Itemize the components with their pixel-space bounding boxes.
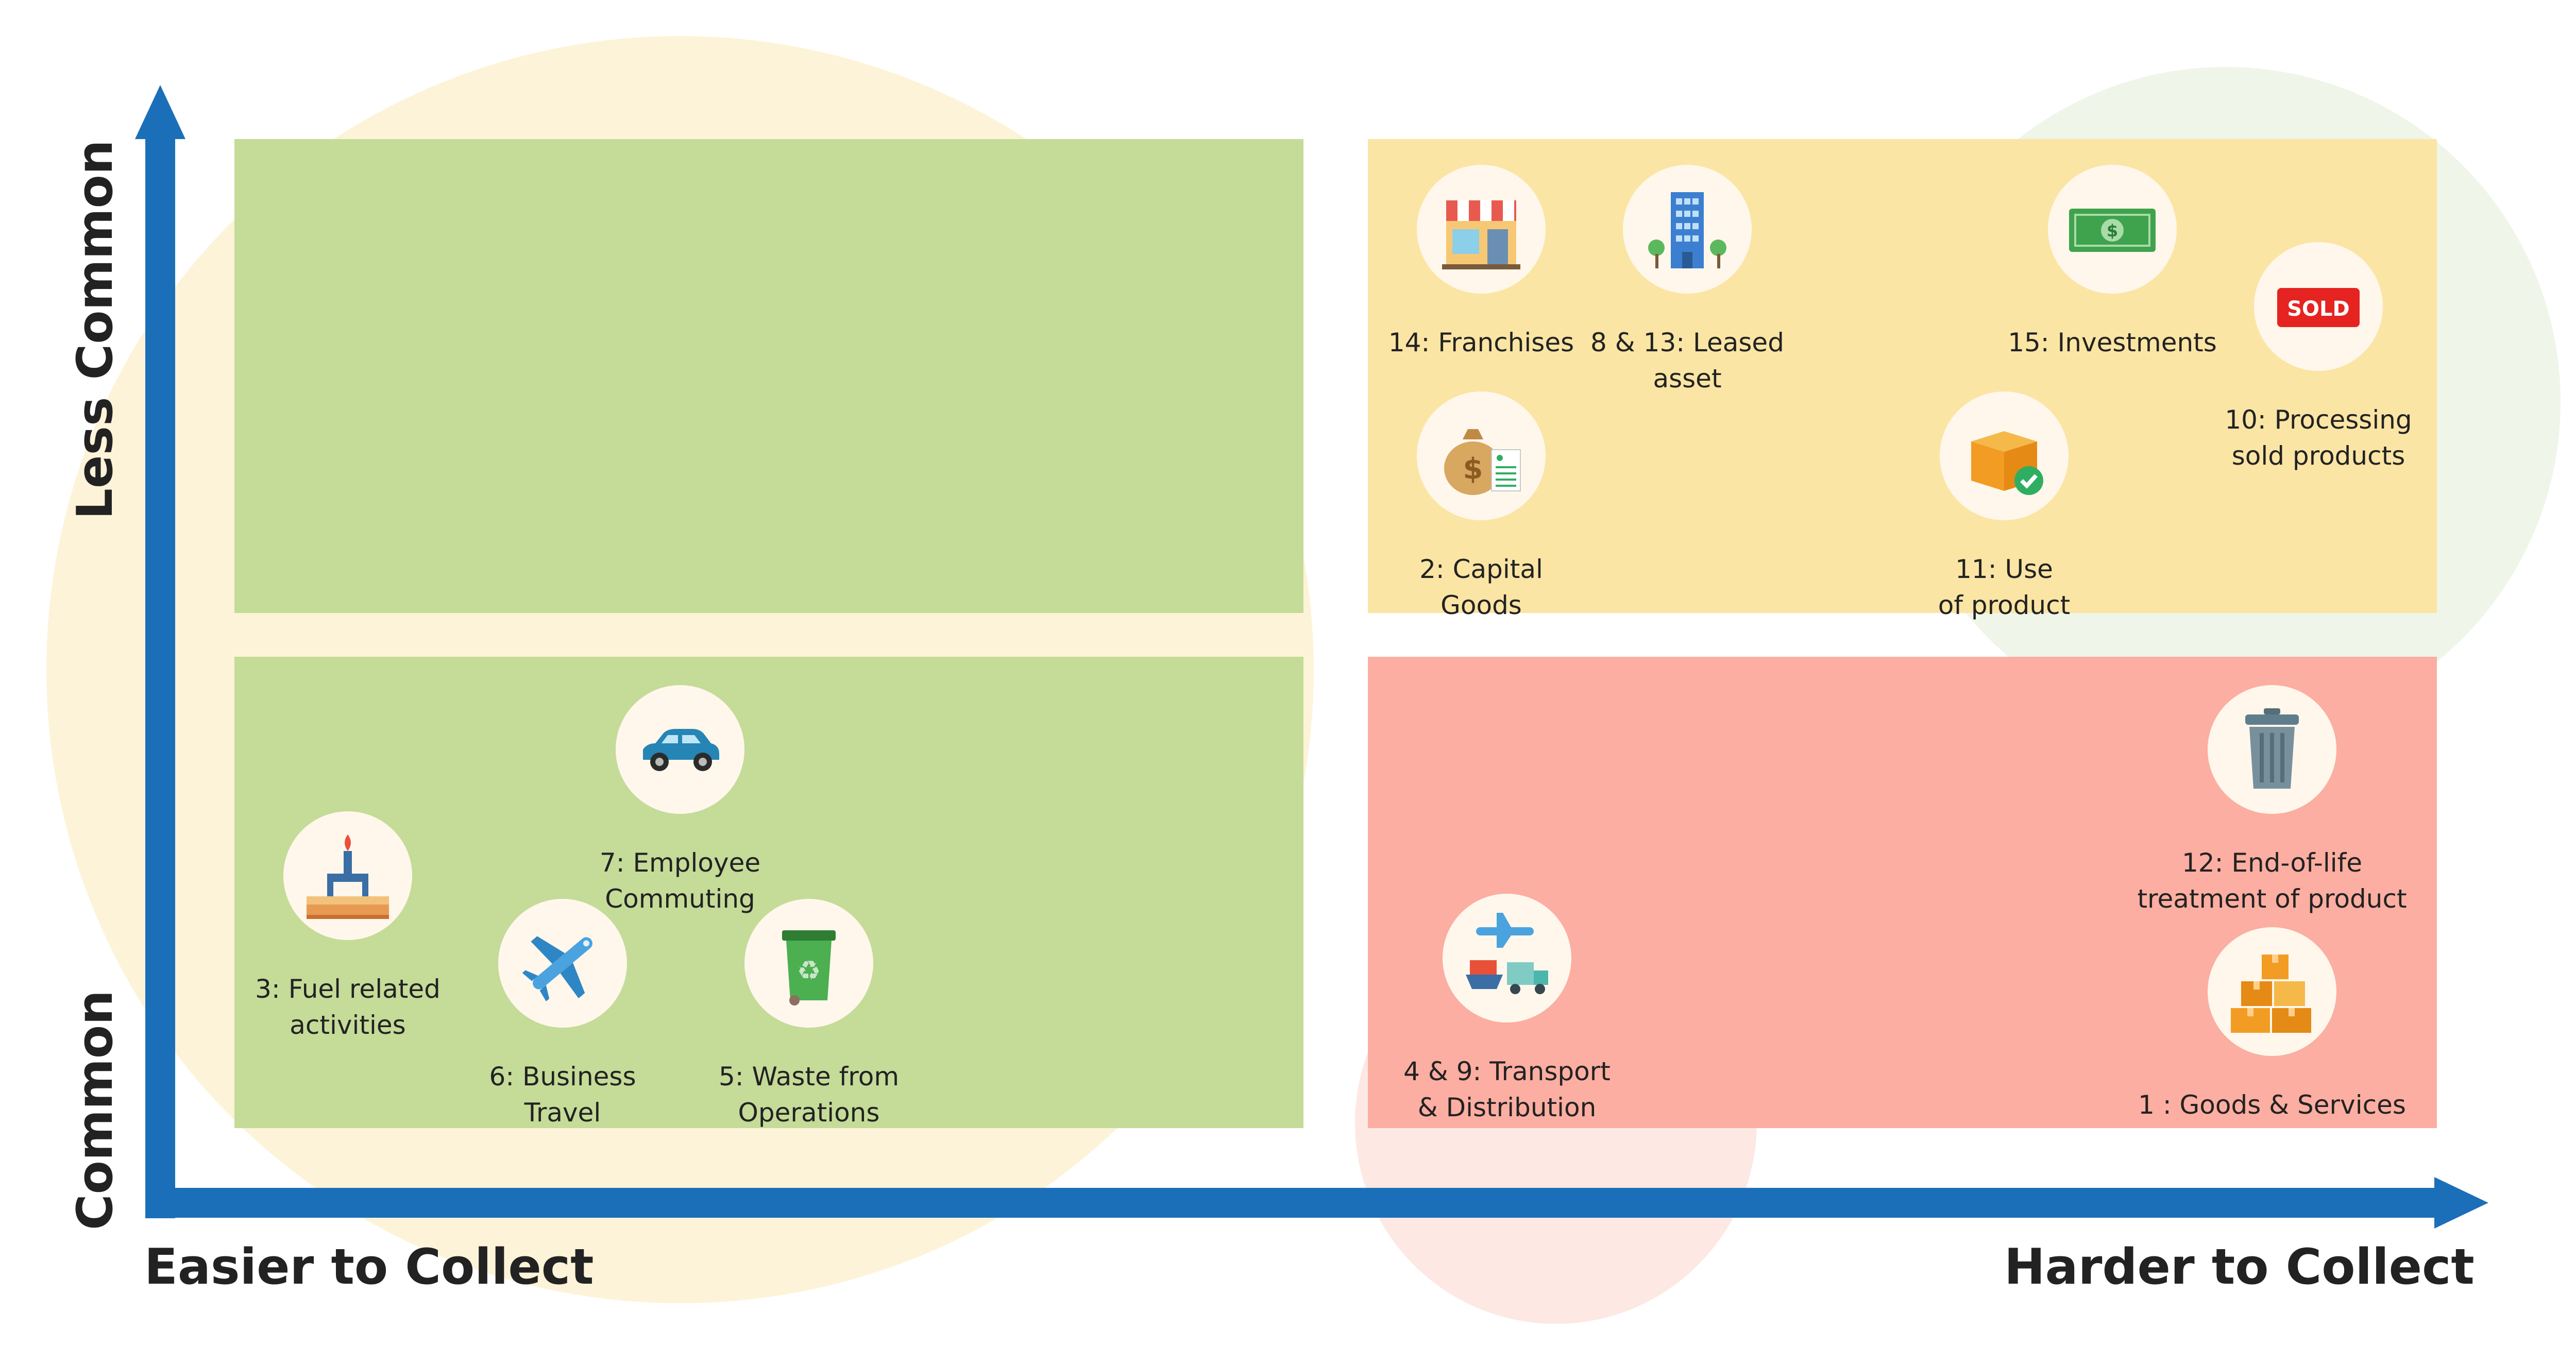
item-label: 11: Use of product [1938,554,2071,620]
y-axis-top-label: Less Common [67,140,124,520]
item-label: 3: Fuel related activities [255,974,440,1040]
item-transport-distribution: 4 & 9: Transport & Distribution [1352,894,1662,1126]
fuel-extraction-icon [283,811,412,940]
item-label: 12: End-of-life treatment of product [2137,848,2407,914]
y-axis-bottom-label: Common [67,990,124,1230]
quadrant-top-right [1368,139,2437,613]
item-capital-goods: $ 2: Capital Goods [1327,391,1636,623]
item-business-travel: 6: Business Travel [408,899,717,1131]
box-check-icon [1940,391,2069,520]
quadrant-bottom-left [234,657,1303,1128]
money-bag-icon: $ [1417,391,1546,520]
item-label: 5: Waste from Operations [718,1062,900,1128]
svg-text:$: $ [1463,452,1483,486]
item-label: 4 & 9: Transport & Distribution [1403,1057,1611,1122]
stacked-boxes-icon [2208,927,2336,1056]
svg-text:$: $ [2107,221,2118,241]
x-axis-left-label: Easier to Collect [144,1239,594,1296]
airplane-icon [498,899,627,1028]
item-franchises: 14: Franchises [1327,165,1636,361]
sold-sign-text: SOLD [2287,297,2350,321]
item-label: 1 : Goods & Services [2138,1090,2406,1120]
office-building-icon [1623,165,1752,294]
item-employee-commuting: 7: Employee Commuting [526,685,835,917]
item-label: 2: Capital Goods [1419,554,1543,620]
transport-icon [1443,894,1571,1023]
recycle-bin-icon: ♻ [744,899,873,1028]
item-end-of-life-treatment: 12: End-of-life treatment of product [2117,685,2427,917]
sold-sign-icon: SOLD [2254,242,2383,371]
item-investments: $ 15: Investments [1958,165,2267,361]
item-label: 6: Business Travel [489,1062,636,1128]
item-leased-asset: 8 & 13: Leased asset [1533,165,1842,397]
x-axis-line [145,1188,2438,1218]
x-axis-arrowhead [2434,1177,2488,1229]
item-goods-services: 1 : Goods & Services [2117,927,2427,1123]
item-label: 8 & 13: Leased asset [1590,328,1784,394]
car-icon [616,685,744,814]
item-waste-from-operations: ♻ 5: Waste from Operations [654,899,963,1131]
y-axis-arrowhead [135,85,185,139]
item-label: 7: Employee Commuting [599,848,761,914]
y-axis-line [145,137,175,1218]
x-axis-right-label: Harder to Collect [2004,1239,2475,1296]
storefront-icon [1417,165,1546,294]
quadrant-top-left [234,139,1303,613]
item-processing-sold-products: SOLD 10: Processing sold products [2164,242,2473,474]
svg-text:♻: ♻ [797,956,821,986]
money-bill-icon: $ [2048,165,2177,294]
item-fuel-related-activities: 3: Fuel related activities [193,811,502,1043]
item-label: 14: Franchises [1388,328,1574,357]
trash-can-icon [2208,685,2336,814]
item-label: 10: Processing sold products [2225,405,2412,471]
item-use-of-product: 11: Use of product [1850,391,2159,623]
item-label: 15: Investments [2008,328,2217,357]
